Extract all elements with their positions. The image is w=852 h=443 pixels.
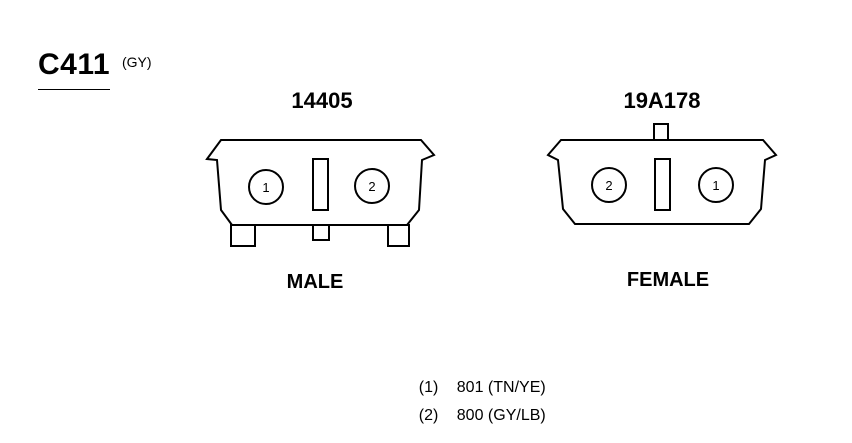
male-tab-right xyxy=(387,224,410,247)
pinout-circuit: 801 (TN/YE) xyxy=(456,379,546,396)
female-pin-left-label: 2 xyxy=(605,178,612,193)
female-pin-right-label: 1 xyxy=(712,178,719,193)
female-center-key xyxy=(654,158,671,211)
male-pin-left-label: 1 xyxy=(262,180,269,195)
female-connector xyxy=(546,123,778,225)
connector-id: C411 xyxy=(38,48,111,81)
female-pin-2-circle xyxy=(591,167,627,203)
male-connector-body xyxy=(205,139,436,226)
pinout-pin: (2) xyxy=(418,407,439,424)
pinout-list: (1) 801 (TN/YE) (2) 800 (GY/LB) xyxy=(401,361,546,424)
male-pin-2-circle xyxy=(354,168,390,204)
connector-diagram: 1 2 2 1 xyxy=(205,123,778,247)
female-label: FEMALE xyxy=(626,269,710,291)
male-tab-center xyxy=(312,224,330,241)
pinout-circuit: 800 (GY/LB) xyxy=(456,407,546,424)
male-pin-right-label: 2 xyxy=(368,179,375,194)
connector-color-code: (GY) xyxy=(122,54,152,70)
male-connector xyxy=(205,139,436,247)
female-part-number: 19A178 xyxy=(623,88,701,113)
male-part-number: 14405 xyxy=(291,88,353,113)
pinout-row-2: (2) 800 (GY/LB) xyxy=(401,389,546,424)
female-top-tab xyxy=(653,123,669,141)
male-label: MALE xyxy=(286,271,344,293)
pinout-pin: (1) xyxy=(418,379,439,396)
male-pin-1-circle xyxy=(248,169,284,205)
male-tab-left xyxy=(230,224,256,247)
male-center-key xyxy=(312,158,329,211)
title-underline xyxy=(38,89,110,90)
pinout-row-1: (1) 801 (TN/YE) xyxy=(401,361,546,396)
female-pin-1-circle xyxy=(698,167,734,203)
